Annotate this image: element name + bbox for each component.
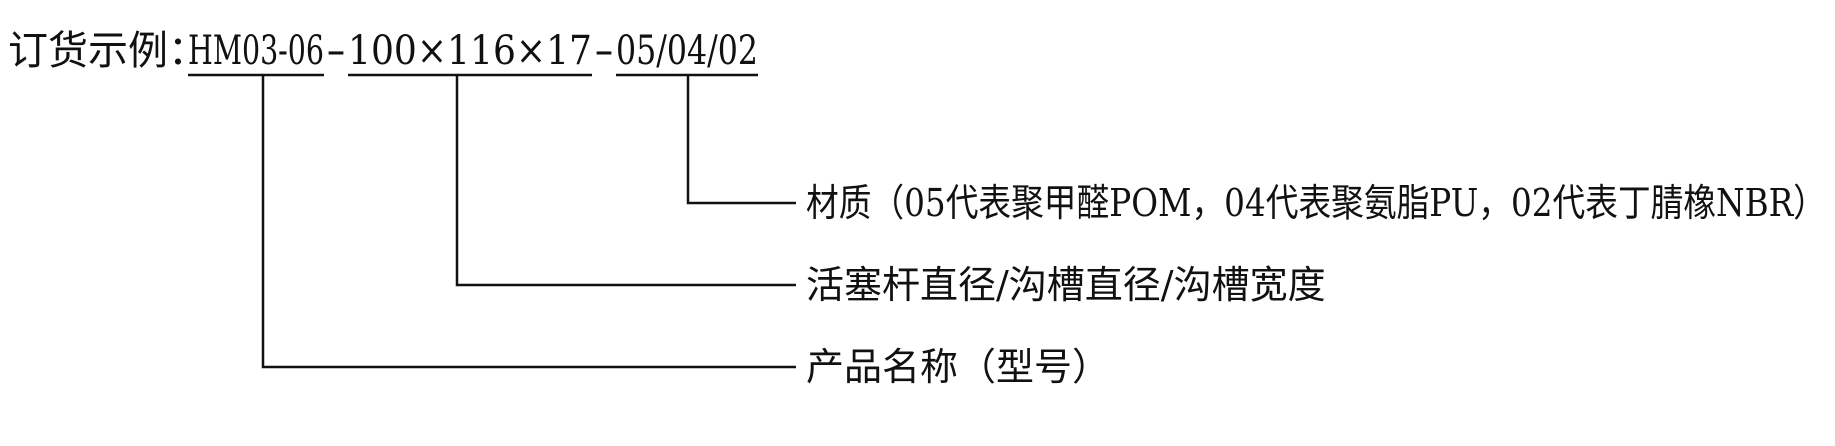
code-separator-2: - <box>594 28 614 74</box>
dimensions-callout: 活塞杆直径/沟槽直径/沟槽宽度 <box>806 263 1326 307</box>
code-model: HM03-06 <box>188 28 324 74</box>
code-dimensions: 100×116×17 <box>348 28 592 74</box>
material-callout: 材质（05代表聚甲醛POM，04代表聚氨脂PU，02代表丁腈橡NBR） <box>806 181 1826 225</box>
product-name-leader-line <box>261 75 796 369</box>
material-leader-line <box>686 75 796 205</box>
code-material: 05/04/02 <box>616 28 758 74</box>
dimensions-leader-line <box>455 75 796 287</box>
product-name-callout: 产品名称（型号） <box>806 345 1110 389</box>
code-separator-1: - <box>326 28 346 74</box>
order-example-label: 订货示例： <box>8 28 208 74</box>
